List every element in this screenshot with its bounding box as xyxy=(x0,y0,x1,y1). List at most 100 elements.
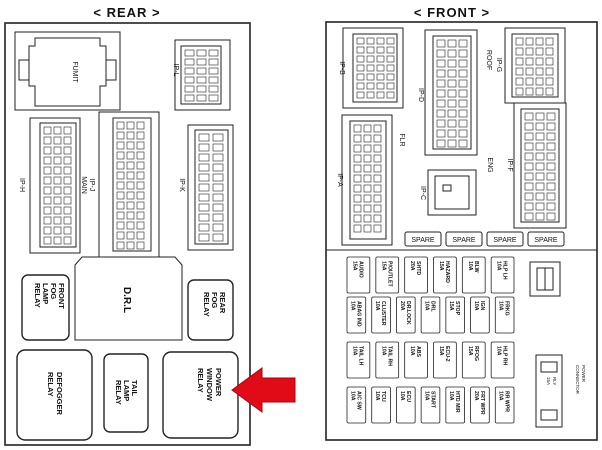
fuse-label: SHTD xyxy=(415,261,421,275)
fuse-rating: 10A xyxy=(498,391,504,401)
fumit-tab-right xyxy=(105,59,117,81)
fuse-label: START xyxy=(430,391,436,409)
ip-l-pin xyxy=(196,58,207,66)
ip-b-pin xyxy=(356,64,365,72)
ip-b-pin xyxy=(386,91,395,99)
ip-f-pin xyxy=(546,182,556,191)
ip-f-pin xyxy=(546,142,556,151)
ip-d-pin xyxy=(447,109,457,118)
spare-fuse-1 xyxy=(404,231,442,247)
ip-h-pin xyxy=(63,166,72,175)
ip-f-pin xyxy=(524,152,534,161)
ip-d-sublabel: ROOF xyxy=(485,50,492,70)
fuse-label: FRKG xyxy=(504,301,510,316)
ip-b-pin xyxy=(376,64,385,72)
ip-k-pin xyxy=(212,143,224,152)
ip-l-pin xyxy=(208,94,219,102)
ip-g-pin xyxy=(535,57,544,66)
ip-f-pin xyxy=(546,192,556,201)
ip-j-pin xyxy=(126,121,135,130)
ip-a-pin xyxy=(353,184,362,193)
mini-relay-block xyxy=(529,261,561,297)
power-window-relay-box xyxy=(162,351,239,439)
ip-f-pin xyxy=(546,112,556,121)
fuse xyxy=(494,296,515,334)
ip-g-pin xyxy=(545,37,554,46)
ip-k-pin xyxy=(198,203,210,212)
ip-d-pin xyxy=(458,69,468,78)
ip-a-pin xyxy=(353,144,362,153)
front-header: < FRONT > xyxy=(414,5,490,20)
ip-h-pin xyxy=(53,156,62,165)
fuse-label: FRT WPR xyxy=(479,391,485,415)
fuse xyxy=(404,256,428,294)
ip-h-pin xyxy=(53,146,62,155)
ip-k-pin xyxy=(198,143,210,152)
ip-a-connector: IP-A FLR xyxy=(336,114,405,246)
ip-b-pin xyxy=(366,55,375,63)
ip-j-pin xyxy=(136,211,145,220)
spare-label-1: SPARE xyxy=(411,237,435,244)
ip-h-pin xyxy=(53,186,62,195)
fuse-rating: 10A xyxy=(349,391,355,401)
fuse xyxy=(494,386,515,424)
ip-d-connector: IP-D ROOF xyxy=(417,29,492,156)
ip-d-pin xyxy=(458,119,468,128)
ip-j-pin xyxy=(116,231,125,240)
ip-j-pin xyxy=(136,141,145,150)
ip-g-pin xyxy=(525,87,534,96)
ip-l-label: IP-L xyxy=(172,64,179,77)
rear-fog-relay-line-2: FOG xyxy=(210,292,219,308)
fuse-rating: 10A xyxy=(374,301,380,311)
rear-header: < REAR > xyxy=(93,5,160,20)
ip-d-pin xyxy=(447,139,457,148)
spare-fuse-2 xyxy=(445,231,483,247)
ip-h-pin xyxy=(63,156,72,165)
fuse-label: IGN xyxy=(479,301,485,310)
ip-f-pin xyxy=(546,202,556,211)
ip-g-pin xyxy=(515,67,524,76)
power-connector: RLY 15A POWER CONNECTOR xyxy=(535,354,586,428)
ip-b-pin xyxy=(386,46,395,54)
fuse-rating: 10A xyxy=(399,391,405,401)
ip-d-pin xyxy=(458,139,468,148)
fuse xyxy=(346,296,367,334)
fuse-rating: 10A xyxy=(349,301,355,311)
ip-l-pin xyxy=(196,76,207,84)
power-window-relay-line-2: WINDOW xyxy=(205,368,214,402)
ip-j-pin xyxy=(136,231,145,240)
ip-j-pin xyxy=(126,131,135,140)
fuse-rating: 10A xyxy=(409,346,415,356)
ip-c-body xyxy=(434,175,470,210)
ip-f-pin xyxy=(524,142,534,151)
ip-d-pin xyxy=(458,59,468,68)
ip-f-pin xyxy=(546,212,556,221)
ip-k-pin xyxy=(212,213,224,222)
ip-g-pin xyxy=(525,57,534,66)
ip-j-pin xyxy=(116,221,125,230)
ip-l-pin xyxy=(196,85,207,93)
ip-k-pin xyxy=(198,133,210,142)
ip-h-pin xyxy=(63,226,72,235)
ip-j-pin xyxy=(116,191,125,200)
ip-a-pin xyxy=(353,214,362,223)
fuse-rating: 15A xyxy=(448,301,454,311)
ip-g-pin xyxy=(545,47,554,56)
ip-a-pin xyxy=(353,224,362,233)
defogger-relay: DEFOGGER RELAY xyxy=(16,349,93,441)
ip-c-connector: IP-C xyxy=(419,169,477,216)
ip-j-pin xyxy=(136,131,145,140)
ip-k-pin xyxy=(198,173,210,182)
ip-a-pin xyxy=(363,124,372,133)
ip-j-pin xyxy=(116,151,125,160)
ip-f-pin xyxy=(524,162,534,171)
power-connector-label-1: POWER xyxy=(581,365,586,383)
fuse-rating: 10A xyxy=(380,346,386,356)
ip-k-pin xyxy=(198,223,210,232)
ip-h-pin xyxy=(53,206,62,215)
fuse-label: CLUSTER xyxy=(380,301,386,326)
ip-h-pin xyxy=(43,136,52,145)
fuse-label: TCU xyxy=(380,391,386,402)
ip-g-pin xyxy=(515,77,524,86)
ip-a-pin xyxy=(363,184,372,193)
